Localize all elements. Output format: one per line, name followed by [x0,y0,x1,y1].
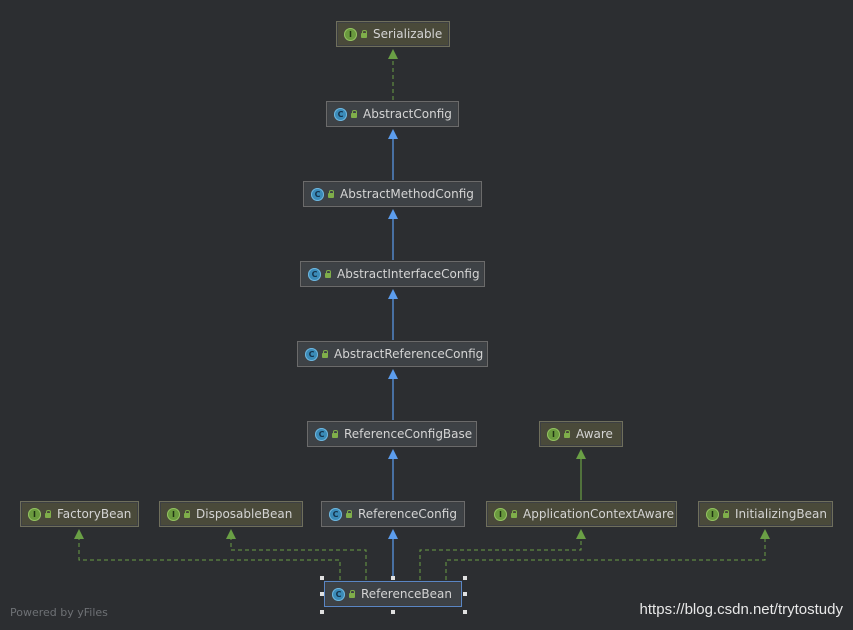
powered-by-label: Powered by yFiles [10,606,108,619]
edge-reference-bean-implements-factory-bean [74,529,341,580]
public-lock-icon [324,270,331,278]
selection-handle-bottom-left[interactable] [320,610,324,614]
node-label: ReferenceConfig [358,507,457,521]
public-lock-icon [327,190,334,198]
class-icon: C [305,347,318,361]
public-lock-icon [510,510,517,518]
node-abstract-method-config[interactable]: C AbstractMethodConfig [303,181,482,207]
interface-icon: I [344,27,357,41]
node-label: AbstractMethodConfig [340,187,474,201]
node-initializing-bean[interactable]: I InitializingBean [698,501,833,527]
node-aware[interactable]: I Aware [539,421,623,447]
node-factory-bean[interactable]: I FactoryBean [20,501,139,527]
public-lock-icon [331,430,338,438]
public-lock-icon [722,510,729,518]
node-disposable-bean[interactable]: I DisposableBean [159,501,303,527]
node-label: InitializingBean [735,507,827,521]
class-icon: C [334,107,347,121]
node-reference-config-base[interactable]: C ReferenceConfigBase [307,421,477,447]
public-lock-icon [350,110,357,118]
node-serializable[interactable]: I Serializable [336,21,450,47]
watermark-url: https://blog.csdn.net/trytostudy [639,601,843,618]
selection-handle-left[interactable] [320,592,324,596]
node-label: AbstractInterfaceConfig [337,267,480,281]
node-label: ReferenceConfigBase [344,427,473,441]
class-icon: C [311,187,324,201]
node-label: Aware [576,427,613,441]
selection-handle-right[interactable] [463,592,467,596]
public-lock-icon [321,350,328,358]
node-abstract-config[interactable]: C AbstractConfig [326,101,459,127]
node-application-context-aware[interactable]: I ApplicationContextAware [486,501,677,527]
node-label: AbstractConfig [363,107,452,121]
selection-handle-top-right[interactable] [463,576,467,580]
interface-icon: I [28,507,41,521]
class-icon: C [308,267,321,281]
interface-icon: I [167,507,180,521]
class-icon: C [329,507,342,521]
node-label: ReferenceBean [361,587,453,601]
public-lock-icon [345,510,352,518]
interface-icon: I [494,507,507,521]
node-reference-config[interactable]: C ReferenceConfig [321,501,465,527]
class-icon: C [315,427,328,441]
selection-handle-bottom-right[interactable] [463,610,467,614]
edge-reference-bean-implements-disposable-bean [226,529,367,580]
node-label: FactoryBean [57,507,132,521]
node-label: Serializable [373,27,443,41]
class-icon: C [332,587,345,601]
public-lock-icon [44,510,51,518]
node-abstract-reference-config[interactable]: C AbstractReferenceConfig [297,341,488,367]
public-lock-icon [348,590,355,598]
public-lock-icon [360,30,367,38]
node-label: AbstractReferenceConfig [334,347,484,361]
node-reference-bean[interactable]: C ReferenceBean [324,581,462,607]
selection-handle-top-left[interactable] [320,576,324,580]
interface-icon: I [547,427,560,441]
node-label: DisposableBean [196,507,293,521]
public-lock-icon [563,430,570,438]
edge-reference-bean-implements-application-context-aware [419,529,586,580]
node-abstract-interface-config[interactable]: C AbstractInterfaceConfig [300,261,485,287]
public-lock-icon [183,510,190,518]
edge-reference-bean-implements-initializing-bean [445,529,770,580]
selection-handle-bottom[interactable] [391,610,395,614]
selection-handle-top[interactable] [391,576,395,580]
node-label: ApplicationContextAware [523,507,675,521]
interface-icon: I [706,507,719,521]
